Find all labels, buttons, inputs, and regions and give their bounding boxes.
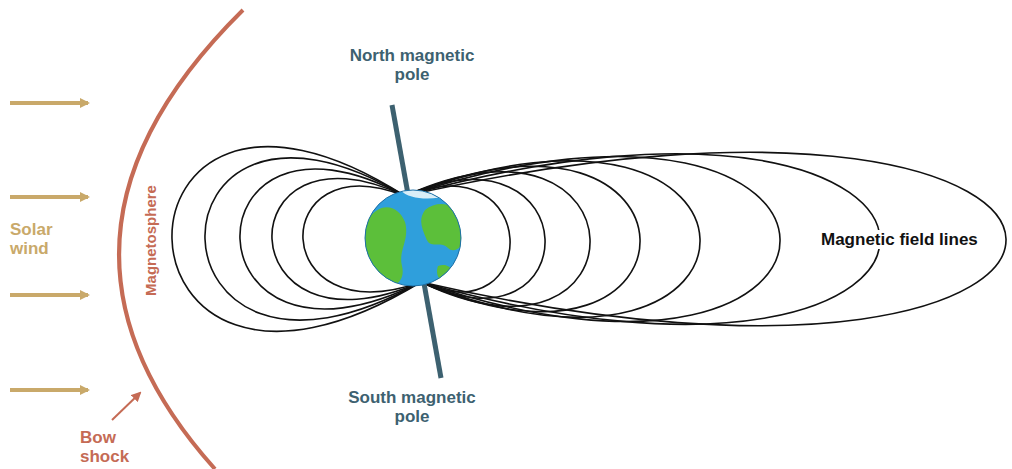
- field-line: [405, 152, 1006, 325]
- field-line: [405, 154, 880, 325]
- earth-globe: [364, 188, 465, 286]
- field-line: [205, 158, 421, 320]
- field-lines: [172, 147, 1006, 332]
- label: Magnetic field lines: [818, 230, 981, 249]
- label: North magnetic pole: [347, 46, 477, 84]
- field-line: [172, 147, 421, 332]
- label: Magnetosphere: [140, 185, 159, 296]
- bow-shock-arc: [119, 10, 243, 469]
- label: Solar wind: [10, 220, 70, 258]
- label: Bow shock: [80, 428, 140, 466]
- solar-wind-arrows: [10, 103, 88, 390]
- label: South magnetic pole: [347, 388, 477, 426]
- leader-line: [112, 393, 140, 420]
